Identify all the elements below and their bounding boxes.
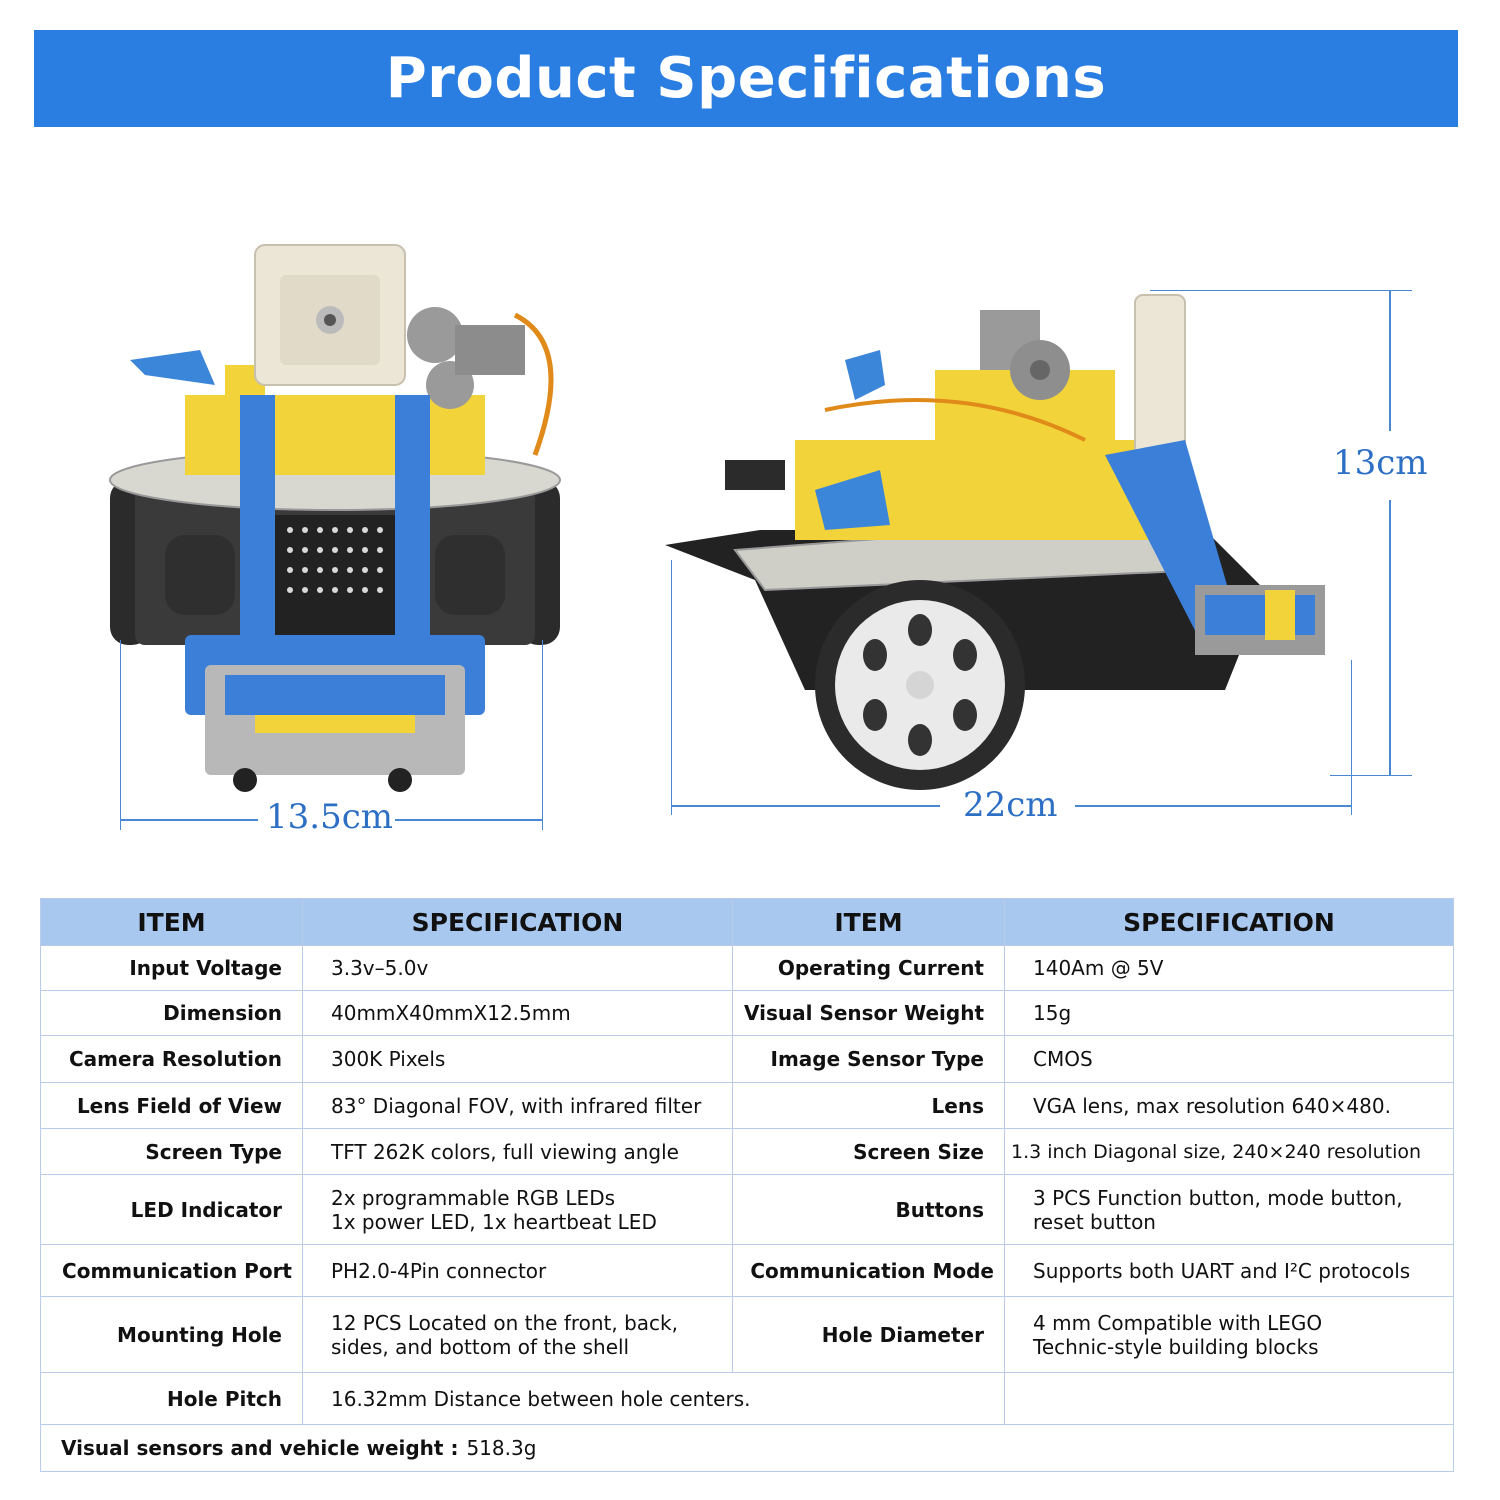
spec-value: Supports both UART and I²C protocols xyxy=(1004,1244,1454,1297)
spec-value: 40mmX40mmX12.5mm xyxy=(302,990,733,1036)
page-title: Product Specifications xyxy=(385,46,1107,111)
height-line xyxy=(1389,291,1391,431)
spec-value: 3 PCS Function button, mode button, rese… xyxy=(1004,1174,1454,1245)
item-label: Hole Diameter xyxy=(732,1296,1005,1373)
table-footer-row: Visual sensors and vehicle weight : 518.3… xyxy=(40,1424,1454,1472)
item-label: Input Voltage xyxy=(40,945,303,991)
side-length-line xyxy=(1075,805,1352,807)
spec-value: TFT 262K colors, full viewing angle xyxy=(302,1128,733,1175)
table-row: Dimension 40mmX40mmX12.5mm Visual Sensor… xyxy=(40,990,1454,1036)
table-row: Mounting Hole 12 PCS Located on the fron… xyxy=(40,1296,1454,1373)
item-label: Camera Resolution xyxy=(40,1035,303,1083)
spec-value: 15g xyxy=(1004,990,1454,1036)
height-label: 13cm xyxy=(1333,443,1428,483)
item-label: Visual Sensor Weight xyxy=(732,990,1005,1036)
item-label: Lens Field of View xyxy=(40,1082,303,1129)
column-header: ITEM xyxy=(40,898,303,946)
column-header: SPECIFICATION xyxy=(1004,898,1454,946)
height-line xyxy=(1389,500,1391,775)
side-length-tick-right xyxy=(1351,660,1352,815)
spec-value: 1.3 inch Diagonal size, 240×240 resoluti… xyxy=(1004,1128,1454,1175)
spec-value: PH2.0-4Pin connector xyxy=(302,1244,733,1297)
front-width-tick-left xyxy=(120,640,121,830)
table-row: Input Voltage 3.3v–5.0v Operating Curren… xyxy=(40,945,1454,991)
table-row: LED Indicator 2x programmable RGB LEDs 1… xyxy=(40,1174,1454,1245)
total-weight: Visual sensors and vehicle weight : 518.3… xyxy=(40,1424,1454,1472)
spec-table: ITEM SPECIFICATION ITEM SPECIFICATION In… xyxy=(40,898,1454,1472)
robot-side-photo xyxy=(665,294,1325,790)
spec-value: 4 mm Compatible with LEGO Technic-style … xyxy=(1004,1296,1454,1373)
table-row: Hole Pitch 16.32mm Distance between hole… xyxy=(40,1372,1454,1425)
table-row: Lens Field of View 83° Diagonal FOV, wit… xyxy=(40,1082,1454,1129)
item-label: Lens xyxy=(732,1082,1005,1129)
column-header: SPECIFICATION xyxy=(302,898,733,946)
front-width-line xyxy=(395,819,543,821)
column-header: ITEM xyxy=(732,898,1005,946)
spec-value-line: sides, and bottom of the shell xyxy=(331,1334,630,1359)
total-weight-label: Visual sensors and vehicle weight : xyxy=(61,1436,459,1460)
spec-value: 3.3v–5.0v xyxy=(302,945,733,991)
height-tick-bottom xyxy=(1330,775,1412,776)
side-length-tick-left xyxy=(671,560,672,815)
title-banner: Product Specifications xyxy=(34,30,1458,127)
spec-value: 16.32mm Distance between hole centers. xyxy=(302,1372,1005,1425)
spec-value-line: 1x power LED, 1x heartbeat LED xyxy=(331,1209,657,1234)
table-row: Communication Port PH2.0-4Pin connector … xyxy=(40,1244,1454,1297)
item-label: Communication Mode xyxy=(732,1244,1005,1297)
height-tick-top xyxy=(1150,290,1412,291)
spec-value-line: 4 mm Compatible with LEGO xyxy=(1033,1310,1323,1335)
spec-value-line: 2x programmable RGB LEDs xyxy=(331,1185,616,1210)
item-label: Dimension xyxy=(40,990,303,1036)
spec-value-line: 3 PCS Function button, mode button, xyxy=(1033,1185,1403,1210)
spec-value: 2x programmable RGB LEDs 1x power LED, 1… xyxy=(302,1174,733,1245)
item-label: Buttons xyxy=(732,1174,1005,1245)
item-label: LED Indicator xyxy=(40,1174,303,1245)
front-width-label: 13.5cm xyxy=(266,797,393,837)
spec-value-line: 12 PCS Located on the front, back, xyxy=(331,1310,678,1335)
spec-value: 83° Diagonal FOV, with infrared filter xyxy=(302,1082,733,1129)
item-label: Operating Current xyxy=(732,945,1005,991)
spec-value: VGA lens, max resolution 640×480. xyxy=(1004,1082,1454,1129)
table-header-row: ITEM SPECIFICATION ITEM SPECIFICATION xyxy=(40,898,1454,946)
spec-value: 300K Pixels xyxy=(302,1035,733,1083)
item-label: Mounting Hole xyxy=(40,1296,303,1373)
side-length-line xyxy=(672,805,940,807)
table-row: Screen Type TFT 262K colors, full viewin… xyxy=(40,1128,1454,1175)
front-width-tick-right xyxy=(542,640,543,830)
spec-value: 12 PCS Located on the front, back, sides… xyxy=(302,1296,733,1373)
robot-front-photo xyxy=(109,244,561,792)
empty-cell xyxy=(1004,1372,1454,1425)
item-label: Screen Size xyxy=(732,1128,1005,1175)
table-row: Camera Resolution 300K Pixels Image Sens… xyxy=(40,1035,1454,1083)
total-weight-value: 518.3g xyxy=(466,1436,537,1460)
spec-value-line: reset button xyxy=(1033,1209,1156,1234)
spec-value-line: Technic-style building blocks xyxy=(1033,1334,1319,1359)
item-label: Hole Pitch xyxy=(40,1372,303,1425)
item-label: Image Sensor Type xyxy=(732,1035,1005,1083)
spec-value: 140Am @ 5V xyxy=(1004,945,1454,991)
spec-value: CMOS xyxy=(1004,1035,1454,1083)
item-label: Communication Port xyxy=(40,1244,303,1297)
side-length-label: 22cm xyxy=(963,785,1058,825)
front-width-line xyxy=(120,819,258,821)
item-label: Screen Type xyxy=(40,1128,303,1175)
